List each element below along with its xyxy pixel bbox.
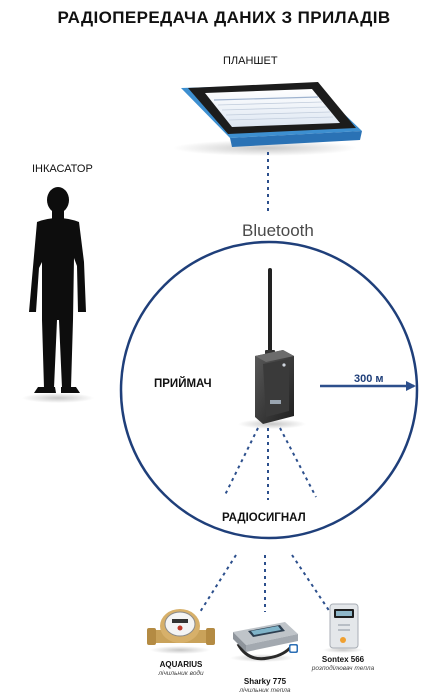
range-distance-label: 300 м	[354, 373, 384, 385]
device-description: розподілювач тепла	[311, 665, 375, 672]
radio-receiver-icon	[238, 268, 306, 429]
collector-label: ІНКАСАТОР	[32, 163, 93, 175]
device-description: лічильник води	[158, 670, 204, 677]
person-silhouette-icon	[22, 187, 94, 403]
device-name: AQUARIUS	[159, 660, 203, 669]
bluetooth-label: Bluetooth	[242, 221, 314, 240]
heat-allocator-icon	[323, 603, 363, 653]
radio-signal-label: РАДІОСИГНАЛ	[222, 512, 306, 524]
page-title: РАДІОПЕРЕДАЧА ДАНИХ З ПРИЛАДІВ	[57, 8, 391, 27]
water-meter-icon	[147, 609, 215, 654]
receiver-signal-lines	[223, 427, 317, 500]
range-circle	[119, 240, 419, 540]
receiver-label: ПРИЙМАЧ	[154, 378, 212, 390]
device-name: Sharky 775	[243, 677, 287, 686]
heat-meter-icon	[230, 622, 298, 662]
device-name: Sontex 566	[321, 655, 365, 664]
device-signal-lines	[199, 554, 331, 613]
tablet-icon	[173, 82, 362, 156]
device-description: лічильник тепла	[239, 687, 291, 694]
tablet-label: ПЛАНШЕТ	[223, 55, 278, 67]
